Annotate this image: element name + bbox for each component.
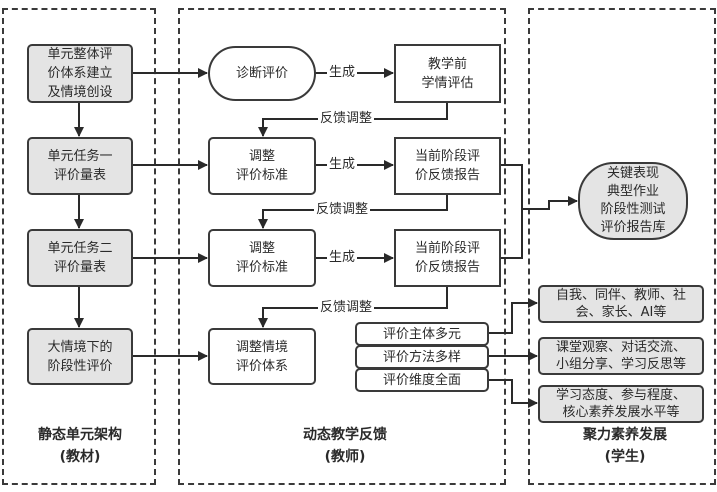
label-feedback-1: 反馈调整 — [318, 111, 375, 127]
panel-title-static: 静态单元架构 (教材) — [38, 427, 122, 465]
node-stage-report-2: 当前阶段评 价反馈报告 — [394, 229, 501, 287]
node-evaluation-report-library: 关键表现 典型作业 阶段性测试 评价报告库 — [578, 162, 688, 240]
node-aspect-diverse-methods: 评价方法多样 — [355, 345, 489, 369]
arrow-aspect-3 — [488, 379, 538, 408]
wire-report2-bus — [500, 164, 523, 259]
panel-static-unit — [2, 8, 156, 485]
panel-literacy-development — [528, 8, 716, 485]
label-generate-3: 生成 — [327, 250, 358, 266]
node-unit-system-setup: 单元整体评 价体系建立 及情境创设 — [27, 44, 133, 103]
node-adjust-context-system: 调整情境 评价体系 — [208, 328, 316, 385]
node-detail-subjects: 自我、同伴、教师、社 会、家长、AI等 — [538, 285, 704, 323]
label-feedback-2: 反馈调整 — [314, 202, 371, 218]
node-detail-dimensions: 学习态度、参与程度、 核心素养发展水平等 — [538, 385, 704, 423]
node-task2-rubric: 单元任务二 评价量表 — [27, 229, 133, 287]
label-generate-2: 生成 — [327, 157, 358, 173]
node-adjust-criteria-2: 调整 评价标准 — [208, 229, 316, 287]
node-aspect-diverse-subjects: 评价主体多元 — [355, 322, 489, 346]
panel-dynamic-feedback — [178, 8, 506, 485]
arrow-reports-library — [522, 196, 578, 210]
node-stage-report-1: 当前阶段评 价反馈报告 — [394, 137, 501, 195]
label-generate-1: 生成 — [327, 65, 358, 81]
label-feedback-3: 反馈调整 — [318, 300, 375, 316]
panel-title-literacy: 聚力素养发展 (学生) — [583, 427, 667, 465]
arrow-aspect-1 — [488, 298, 538, 334]
node-diagnostic-evaluation: 诊断评价 — [208, 46, 316, 101]
panel-title-dynamic: 动态教学反馈 (教师) — [303, 427, 387, 465]
node-adjust-criteria-1: 调整 评价标准 — [208, 137, 316, 195]
node-stage-evaluation: 大情境下的 阶段性评价 — [27, 328, 133, 385]
node-aspect-comprehensive-dimensions: 评价维度全面 — [355, 368, 489, 392]
node-pre-teaching-assessment: 教学前 学情评估 — [394, 44, 501, 103]
node-detail-methods: 课堂观察、对话交流、 小组分享、学习反思等 — [538, 337, 704, 375]
node-task1-rubric: 单元任务一 评价量表 — [27, 137, 133, 195]
